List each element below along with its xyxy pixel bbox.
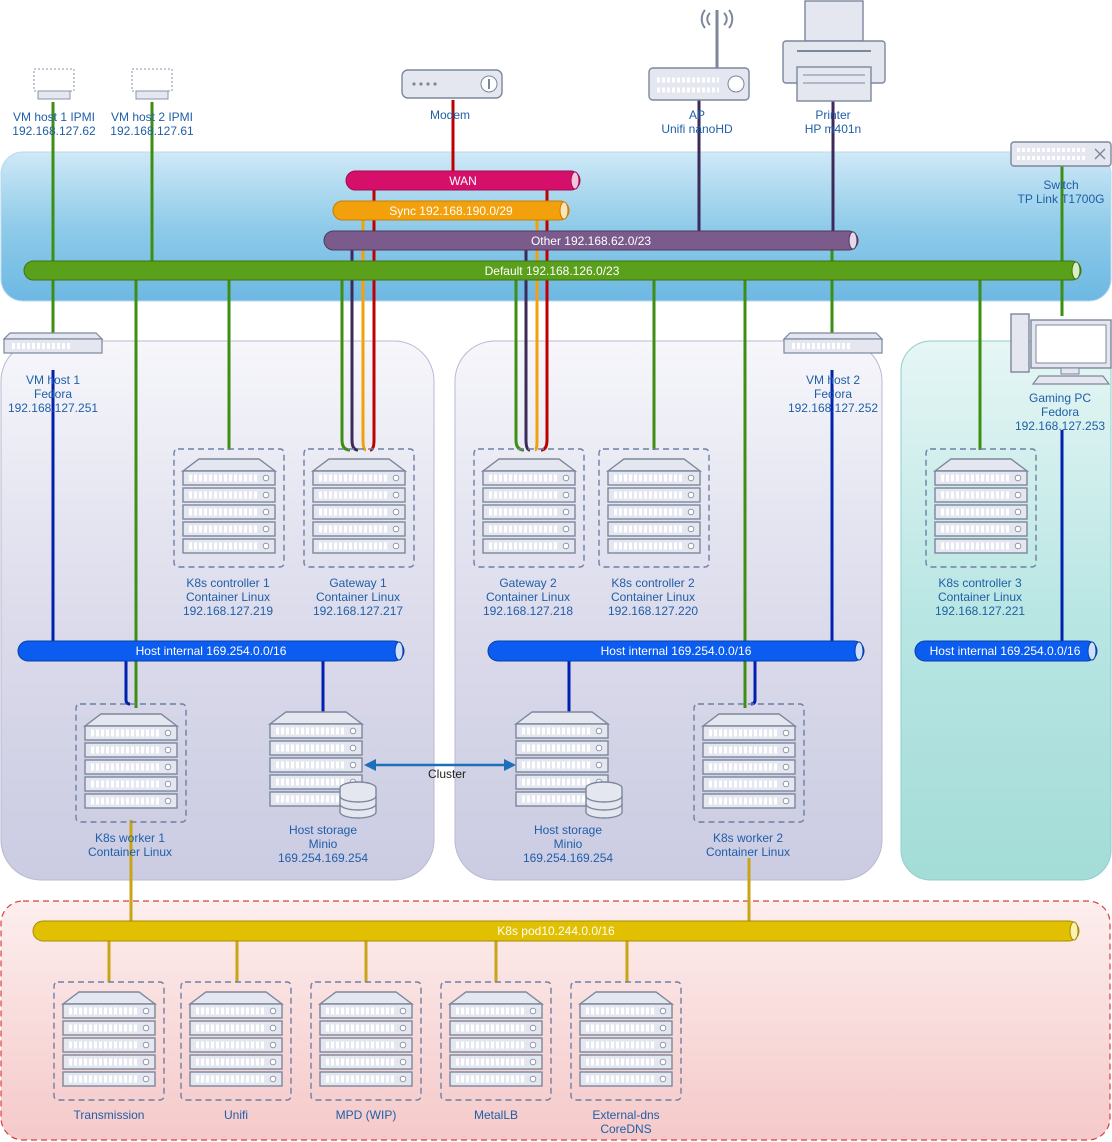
vmhost1-icon <box>4 333 102 353</box>
ap-icon <box>648 9 750 101</box>
mpd-label: MPD (WIP) <box>336 1108 397 1122</box>
host-storage-1-db-icon <box>339 781 377 819</box>
k8s-worker-1-server-icon <box>85 714 177 808</box>
ipmi1-icon <box>33 68 75 100</box>
other-bus: Other 192.168.62.0/23 <box>323 230 859 251</box>
vm-boxes <box>53 448 1037 1101</box>
connections <box>51 100 1064 982</box>
printer-icon <box>782 0 886 102</box>
mpd-server-icon <box>320 992 412 1086</box>
k8s-worker-2-server-icon <box>703 714 795 808</box>
host-internal-bus-2: Host internal 169.254.0.0/16 <box>487 640 865 662</box>
host-internal-bus-1: Host internal 169.254.0.0/16 <box>17 640 405 662</box>
unifi-label: Unifi <box>224 1108 248 1122</box>
wan-bus: WAN <box>345 170 581 191</box>
unifi-server-icon <box>190 992 282 1086</box>
cluster-label: Cluster <box>428 767 466 781</box>
modem-label: Modem <box>430 108 470 122</box>
k8s-controller-2-server-icon <box>608 459 700 553</box>
gw1-default <box>340 270 351 452</box>
host-internal-3-label: Host internal 169.254.0.0/16 <box>930 644 1081 658</box>
gw2-sync <box>534 210 539 452</box>
sync-bus-label: Sync 192.168.190.0/29 <box>389 204 513 218</box>
sync-bus: Sync 192.168.190.0/29 <box>332 200 570 221</box>
host-storage-2-db-icon <box>585 781 623 819</box>
transmission-server-icon <box>63 992 155 1086</box>
other-bus-label: Other 192.168.62.0/23 <box>531 234 651 248</box>
gw1-sync <box>361 210 367 452</box>
buses: WAN Sync 192.168.190.0/29 Other 192.168.… <box>17 170 1098 942</box>
gw1-other <box>350 240 359 452</box>
wan-bus-label: WAN <box>449 174 477 188</box>
cluster-arrow: Cluster <box>364 759 516 781</box>
host-internal-bus-3: Host internal 169.254.0.0/16 <box>914 640 1098 662</box>
gateway-2-server-icon <box>483 459 575 553</box>
gw2-other <box>524 240 531 452</box>
default-bus-label: Default 192.168.126.0/23 <box>485 264 620 278</box>
host-internal-1-label: Host internal 169.254.0.0/16 <box>136 644 287 658</box>
k8s-controller-1-server-icon <box>183 459 275 553</box>
host-internal-2-label: Host internal 169.254.0.0/16 <box>601 644 752 658</box>
switch-icon <box>1010 141 1112 167</box>
modem-icon <box>401 69 503 99</box>
ipmi2-icon <box>131 68 173 100</box>
gw2-wan <box>540 180 549 452</box>
gateway-1-server-icon <box>313 459 405 553</box>
worker1-internal <box>124 651 131 706</box>
transmission-label: Transmission <box>74 1108 145 1122</box>
default-bus: Default 192.168.126.0/23 <box>23 260 1082 281</box>
pod-bus: K8s pod10.244.0.0/16 <box>32 920 1080 942</box>
gamingpc-icon <box>1010 313 1112 385</box>
externaldns-server-icon <box>580 992 672 1086</box>
gw2-default <box>514 270 525 452</box>
metallb-server-icon <box>450 992 542 1086</box>
pod-bus-label: K8s pod10.244.0.0/16 <box>497 924 615 938</box>
k8s-controller-3-server-icon <box>935 459 1027 553</box>
gw1-wan <box>369 180 376 452</box>
metallb-label: MetalLB <box>474 1108 518 1122</box>
vmhost2-icon <box>784 333 882 353</box>
